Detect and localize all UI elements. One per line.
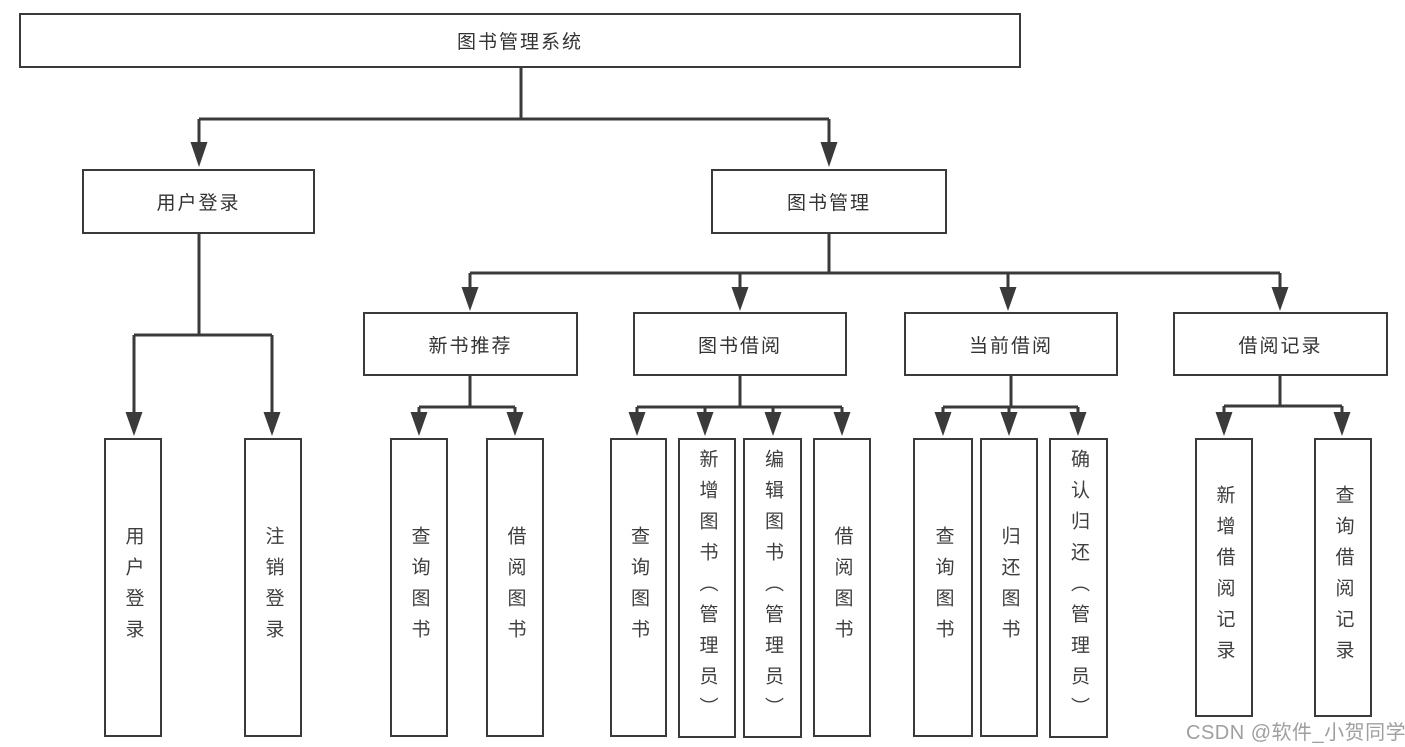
connector-borrowing-records-to-leaves <box>1222 375 1344 414</box>
leaf-label: 用户登录 <box>122 525 144 650</box>
leaf-label: 新增借阅记录 <box>1213 484 1235 671</box>
leaf-label: 新增图书（管理员） <box>696 448 718 728</box>
node-new-book-recommendation: 新书推荐 <box>363 312 578 376</box>
arrowheads-new-book-recommendation-to-leaves <box>410 412 524 436</box>
leaf-query-books-borrowing: 查询图书 <box>610 438 667 737</box>
leaf-add-borrow-record: 新增借阅记录 <box>1195 438 1253 717</box>
leaf-borrow-books-borrowing: 借阅图书 <box>813 438 871 737</box>
leaf-label: 借阅图书 <box>831 525 853 650</box>
leaf-label: 查询图书 <box>628 525 649 650</box>
node-label: 用户登录 <box>156 193 241 214</box>
node-current-borrowing: 当前借阅 <box>904 312 1118 376</box>
leaf-confirm-return-admin: 确认归还（管理员） <box>1049 438 1108 738</box>
node-user-login: 用户登录 <box>82 169 315 234</box>
arrowheads-current-borrowing-to-leaves <box>934 412 1087 436</box>
node-label: 当前借阅 <box>968 335 1053 357</box>
node-book-borrowing: 图书借阅 <box>633 312 847 376</box>
leaf-label: 归还图书 <box>998 525 1020 650</box>
leaf-query-books-recommendation: 查询图书 <box>390 438 448 737</box>
leaf-add-book-admin: 新增图书（管理员） <box>678 438 736 738</box>
node-label: 图书借阅 <box>697 335 782 357</box>
node-book-management: 图书管理 <box>711 169 947 234</box>
leaf-borrow-books-recommendation: 借阅图书 <box>486 438 544 737</box>
arrowheads-borrowing-records-to-leaves <box>1215 412 1351 436</box>
leaf-return-books: 归还图书 <box>980 438 1038 737</box>
arrowheads-user-login-to-leaves <box>125 412 281 436</box>
arrowheads-root-to-level2 <box>190 142 838 167</box>
connector-current-borrowing-to-leaves <box>941 375 1080 414</box>
leaf-query-books-current: 查询图书 <box>913 438 973 737</box>
leaf-logout: 注销登录 <box>244 438 302 737</box>
leaf-label: 查询借阅记录 <box>1332 484 1354 671</box>
leaf-query-borrow-record: 查询借阅记录 <box>1314 438 1372 717</box>
node-borrowing-records: 借阅记录 <box>1173 312 1388 376</box>
leaf-edit-book-admin: 编辑图书（管理员） <box>743 438 802 738</box>
leaf-label: 编辑图书（管理员） <box>762 448 783 728</box>
node-label: 图书管理系统 <box>456 32 583 53</box>
connector-root-to-level2 <box>197 67 831 144</box>
connector-book-management-to-level3 <box>468 233 1282 288</box>
connector-new-book-recommendation-to-leaves <box>417 375 517 414</box>
connector-user-login-to-leaves <box>132 233 274 413</box>
leaf-label: 借阅图书 <box>504 525 526 650</box>
node-label: 新书推荐 <box>428 335 513 357</box>
node-label: 图书管理 <box>786 193 871 214</box>
leaf-label: 注销登录 <box>262 525 284 650</box>
arrowheads-book-management-to-level3 <box>461 287 1289 311</box>
leaf-label: 查询图书 <box>932 525 954 650</box>
node-library-management-system: 图书管理系统 <box>19 13 1021 68</box>
node-label: 借阅记录 <box>1238 335 1323 357</box>
csdn-watermark: CSDN @软件_小贺同学 <box>1186 722 1405 744</box>
leaf-user-login: 用户登录 <box>104 438 162 737</box>
connector-book-borrowing-to-leaves <box>635 375 844 414</box>
leaf-label: 确认归还（管理员） <box>1068 448 1089 728</box>
arrowheads-book-borrowing-to-leaves <box>628 412 851 436</box>
leaf-label: 查询图书 <box>408 525 430 650</box>
